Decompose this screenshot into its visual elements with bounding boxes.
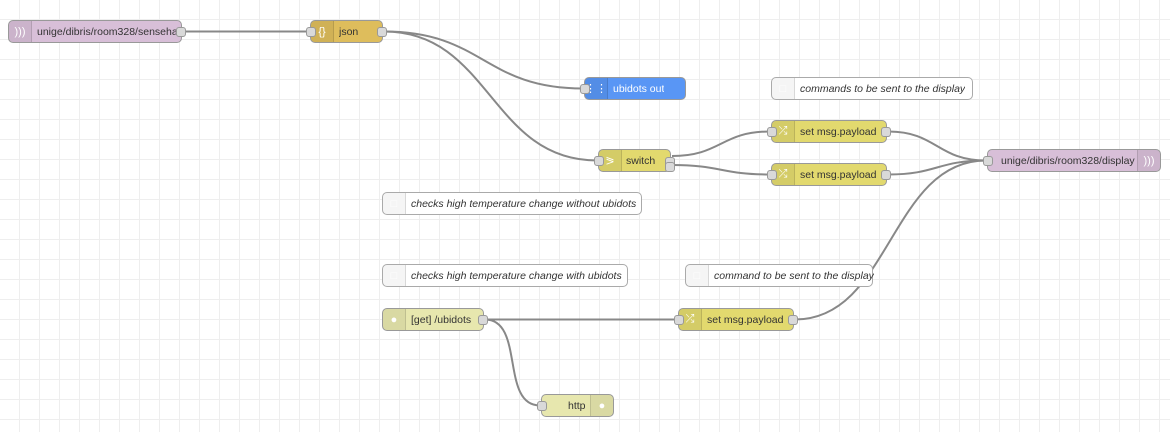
input-port[interactable] (594, 155, 604, 166)
comment-icon: □ (772, 78, 795, 99)
switch-icon: ⪖ (599, 150, 622, 171)
shuffle-icon: ⤮ (772, 164, 795, 185)
mqtt-out-node[interactable]: unige/dibris/room328/display ))) (983, 149, 1161, 172)
node-label: [get] /ubidots (411, 313, 472, 326)
output-port[interactable] (881, 169, 891, 180)
node-label: ubidots out (613, 82, 665, 95)
comment-label: checks high temperature change with ubid… (411, 269, 622, 282)
change-node-set-payload-3[interactable]: ⤮ set msg.payload (674, 308, 798, 331)
node-label: http (568, 399, 586, 412)
switch-node[interactable]: ⪖ switch (594, 149, 675, 172)
input-port[interactable] (983, 155, 993, 166)
wire-switch-to-set_payload_1[interactable] (671, 130, 771, 157)
wire-switch-to-set_payload_2[interactable] (671, 164, 771, 176)
comment-icon: □ (383, 193, 406, 214)
comment-label: commands to be sent to the display (800, 82, 966, 95)
comment-icon: □ (686, 265, 709, 286)
wire-http_in-to-http_out[interactable] (484, 318, 541, 407)
comment-label: command to be sent to the display (714, 269, 874, 282)
wire-json-to-ubidots_out[interactable] (383, 30, 584, 90)
ubidots-out-node[interactable]: ⋮⋮ ubidots out (580, 77, 686, 100)
node-label: set msg.payload (800, 168, 877, 181)
output-port[interactable] (788, 314, 798, 325)
globe-icon: ● (383, 309, 406, 330)
change-node-set-payload-2[interactable]: ⤮ set msg.payload (767, 163, 891, 186)
output-port[interactable] (478, 314, 488, 325)
shuffle-icon: ⤮ (772, 121, 795, 142)
http-response-node[interactable]: http ● (537, 394, 614, 417)
input-port[interactable] (674, 314, 684, 325)
grid-icon: ⋮⋮ (585, 78, 608, 99)
comment-icon: □ (383, 265, 406, 286)
comment-node-with-ubidots[interactable]: □ checks high temperature change with ub… (382, 264, 628, 287)
comment-node-display-command[interactable]: □ command to be sent to the display (685, 264, 874, 287)
wire-set_payload_1-to-mqtt_out[interactable] (887, 130, 987, 162)
comment-node-without-ubidots[interactable]: □ checks high temperature change without… (382, 192, 642, 215)
input-port[interactable] (306, 26, 316, 37)
braces-icon: {} (311, 21, 334, 42)
node-label: json (339, 25, 359, 38)
bridge-icon: ))) (9, 21, 32, 42)
output-port[interactable] (176, 26, 186, 37)
output-port-2[interactable] (665, 162, 675, 172)
input-port[interactable] (537, 400, 547, 411)
comment-label: checks high temperature change without u… (411, 197, 637, 210)
globe-icon: ● (590, 395, 613, 416)
input-port[interactable] (767, 126, 777, 137)
node-label: set msg.payload (707, 313, 784, 326)
node-label: switch (626, 154, 656, 167)
output-port[interactable] (377, 26, 387, 37)
wire-json-to-switch[interactable] (383, 30, 598, 162)
wire-set_payload_3-to-mqtt_out[interactable] (794, 159, 987, 321)
input-port[interactable] (580, 83, 590, 94)
node-label: set msg.payload (800, 125, 877, 138)
change-node-set-payload-1[interactable]: ⤮ set msg.payload (767, 120, 891, 143)
http-in-node[interactable]: ● [get] /ubidots (382, 308, 488, 331)
node-label: unige/dibris/room328/sensehat (37, 25, 179, 38)
bridge-icon: ))) (1137, 150, 1160, 171)
input-port[interactable] (767, 169, 777, 180)
comment-node-display-commands[interactable]: □ commands to be sent to the display (771, 77, 973, 100)
json-node[interactable]: {} json (306, 20, 387, 43)
node-label: unige/dibris/room328/display (1001, 154, 1135, 167)
shuffle-icon: ⤮ (679, 309, 702, 330)
mqtt-in-node[interactable]: ))) unige/dibris/room328/sensehat (8, 20, 186, 43)
output-port[interactable] (881, 126, 891, 137)
